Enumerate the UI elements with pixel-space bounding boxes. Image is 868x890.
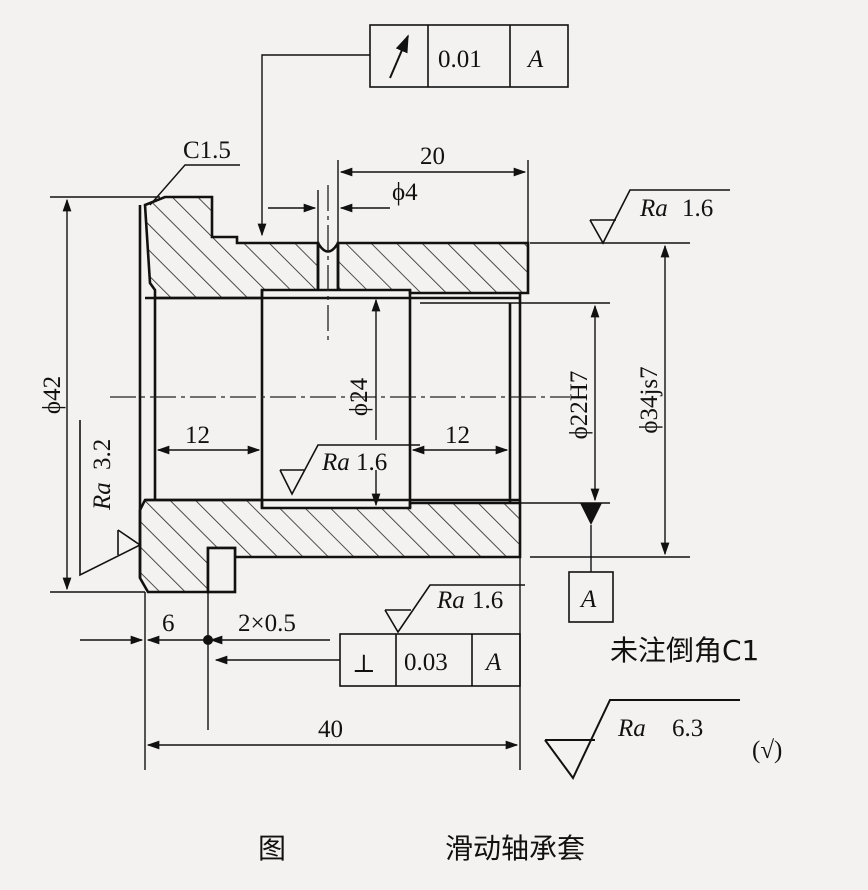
chamfer-label: C1.5 xyxy=(183,137,231,164)
perp-datum: A xyxy=(484,649,502,676)
center-lines xyxy=(110,185,570,398)
ra-prefix-flange: Ra xyxy=(89,482,116,511)
ra-flange-value: 3.2 xyxy=(89,439,116,470)
ra-prefix-outer: Ra xyxy=(639,195,668,222)
total-length-label: 40 xyxy=(318,716,343,743)
ra-general-value: 6.3 xyxy=(672,715,703,742)
left-land-label: 12 xyxy=(185,422,210,449)
bore-label: ϕ22H7 xyxy=(566,371,593,440)
perpendicularity-frame: ⊥ 0.03 A xyxy=(214,633,521,687)
ra-prefix-general: Ra xyxy=(617,715,646,742)
groove-label: 2×0.5 xyxy=(238,610,296,637)
part-name: 滑动轴承套 xyxy=(445,832,585,865)
perp-symbol: ⊥ xyxy=(352,651,376,678)
section-upper-wall xyxy=(143,195,530,300)
dimension-lines xyxy=(62,164,670,750)
runout-value: 0.01 xyxy=(438,46,482,73)
runout-frame: 0.01 A xyxy=(257,24,569,237)
hole-position-label: 20 xyxy=(420,143,445,170)
section-lower-wall xyxy=(138,498,522,594)
perp-value: 0.03 xyxy=(404,649,448,676)
groove-leader-dot xyxy=(203,635,213,645)
flange-width-label: 6 xyxy=(162,610,175,637)
dimension-labels: C1.5 20 ϕ4 ϕ42 ϕ24 ϕ22H7 ϕ34js7 12 12 6 … xyxy=(39,137,663,743)
ra-bore-value: 1.6 xyxy=(356,449,387,476)
extension-lines xyxy=(50,160,690,770)
runout-datum: A xyxy=(526,46,544,73)
datum-a-label: A xyxy=(579,586,597,613)
ra-others-symbol: (√) xyxy=(752,737,782,764)
figure-label: 图 xyxy=(258,832,286,865)
ra-outer-value: 1.6 xyxy=(682,195,713,222)
roughness-labels: Ra 1.6 Ra 1.6 Ra 3.2 Ra 1.6 Ra 6.3 (√) xyxy=(89,195,782,764)
datum-a: A xyxy=(568,503,614,623)
roughness-symbols xyxy=(79,189,740,780)
hole-diameter-label: ϕ4 xyxy=(392,179,418,206)
outer-flange-label: ϕ42 xyxy=(39,376,66,414)
chamfer-note: 未注倒角C1 xyxy=(610,634,759,667)
outer-body-label: ϕ34js7 xyxy=(636,366,663,433)
ra-prefix-top: Ra xyxy=(436,587,465,614)
right-land-label: 12 xyxy=(445,422,470,449)
ra-prefix-bore: Ra xyxy=(321,449,350,476)
bore-outline xyxy=(138,205,522,594)
inner-relief-label: ϕ24 xyxy=(346,377,373,416)
ra-top-value: 1.6 xyxy=(472,587,503,614)
